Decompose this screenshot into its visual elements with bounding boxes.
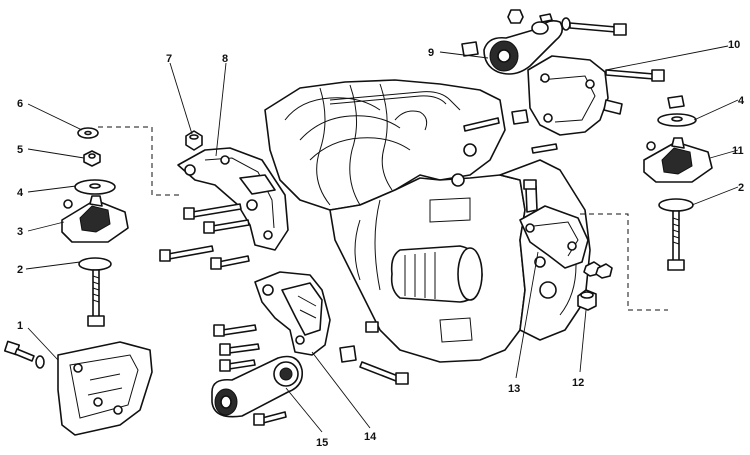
assembly-guide-right	[580, 213, 668, 311]
callout-4-right: 4	[738, 95, 745, 107]
callout-labels: 1 2 3 4 5 6 7 8 9 10 4 11 2 12 13 14 15	[17, 39, 745, 449]
part-4-plate-left	[74, 179, 116, 195]
callout-13: 13	[508, 383, 520, 395]
part-5-nut-left	[83, 150, 101, 167]
part-1-mount-bracket	[57, 341, 153, 436]
part-8-bracket	[177, 147, 289, 251]
part-14-bracket	[254, 271, 331, 356]
part-2-washer-left	[78, 257, 112, 271]
part-13-bracket	[519, 179, 589, 269]
callout-11: 11	[732, 145, 744, 157]
callout-12: 12	[572, 377, 584, 389]
fasteners-item-13	[583, 261, 613, 279]
callout-15: 15	[316, 437, 328, 449]
bolts-item-14	[213, 321, 409, 385]
part-15-torque-rod	[211, 355, 304, 418]
callout-9: 9	[428, 47, 434, 59]
callout-4-left: 4	[17, 187, 24, 199]
part-2-washer-right	[658, 198, 694, 212]
callout-2-right: 2	[738, 182, 744, 194]
callout-2-left: 2	[17, 264, 23, 276]
fasteners-item-10	[463, 69, 665, 154]
engine-block	[264, 79, 591, 363]
callout-10: 10	[728, 39, 740, 51]
part-9-torque-rod-upper	[483, 20, 564, 75]
callout-14: 14	[364, 431, 377, 443]
stud-bolt-left	[87, 269, 105, 327]
part-10-bracket	[527, 55, 623, 136]
callout-6: 6	[17, 98, 23, 110]
bolt-item-15	[253, 411, 287, 426]
part-12-nut	[577, 289, 597, 311]
leader-lines	[25, 45, 739, 433]
part-7-nut	[185, 130, 203, 151]
bolts-item-8	[159, 203, 250, 270]
assembly-guide-left	[98, 126, 182, 196]
part-4-plate-right	[657, 95, 697, 127]
part-3-rubber-mount-left	[61, 195, 129, 243]
bolt-item-1	[3, 340, 45, 369]
callout-1: 1	[17, 320, 23, 332]
part-6-washer-left	[77, 127, 99, 139]
callout-5: 5	[17, 144, 23, 156]
fasteners-item-9	[461, 9, 627, 57]
callout-3: 3	[17, 226, 23, 238]
callout-7: 7	[166, 53, 172, 65]
stud-bolt-right	[667, 210, 685, 271]
part-11-rubber-mount-right	[643, 137, 713, 183]
callout-8: 8	[222, 53, 228, 65]
